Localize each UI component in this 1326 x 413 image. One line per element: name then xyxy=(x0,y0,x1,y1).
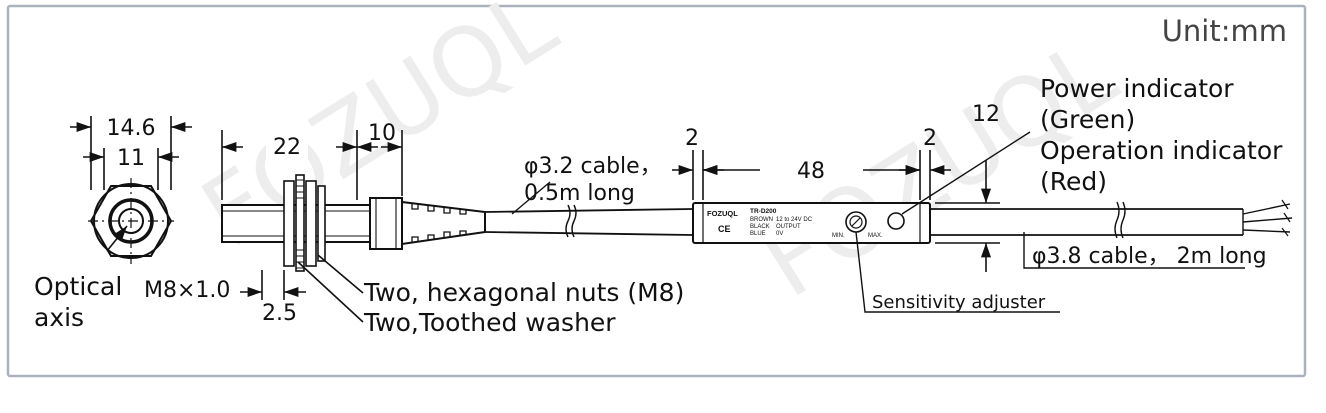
power-indicator-label-1: Power indicator xyxy=(1040,74,1234,103)
cable-short-label-1: φ3.2 cable， xyxy=(524,154,662,179)
amp-model: TR-D200 xyxy=(750,208,777,215)
amplifier-unit xyxy=(692,202,931,244)
cable-long-label: φ3.8 cable， 2m long xyxy=(1032,244,1267,269)
rear-collar xyxy=(369,197,403,250)
amplifier-dimensions xyxy=(672,131,1060,313)
amp-wire-black-signal: OUTPUT xyxy=(776,224,801,230)
unit-label: Unit:mm xyxy=(1162,14,1287,48)
sensitivity-label: Sensitivity adjuster xyxy=(872,292,1046,313)
thread-label: M8×1.0 xyxy=(144,278,230,303)
amp-right-gap-dim: 2 xyxy=(923,126,937,151)
end-view xyxy=(88,178,174,264)
amp-left-gap-dim: 2 xyxy=(685,126,699,151)
operation-indicator-label-2: (Red) xyxy=(1040,167,1107,196)
amp-wire-blue: BLUE xyxy=(750,231,766,237)
nuts-label: Two, hexagonal nuts (M8) xyxy=(363,278,684,307)
amp-height-dim: 12 xyxy=(972,102,1000,127)
nut-length-dim: 10 xyxy=(368,121,396,146)
amp-max-label: MAX. xyxy=(868,233,883,239)
amp-min-label: MIN. xyxy=(832,233,845,239)
amp-wire-blue-signal: 0V xyxy=(776,231,783,237)
amp-ce-mark: CE xyxy=(718,224,731,234)
bore-width-dim: 11 xyxy=(117,146,145,171)
amp-length-dim: 48 xyxy=(797,159,825,184)
diagram-frame xyxy=(6,4,1307,378)
nut-thickness-dim: 2.5 xyxy=(262,301,297,326)
optical-axis-label-2: axis xyxy=(34,303,84,332)
operation-indicator-label-1: Operation indicator xyxy=(1040,136,1283,165)
end-view-dimensions xyxy=(70,116,192,252)
hex-width-dim: 14.6 xyxy=(107,116,156,141)
indicator-led xyxy=(887,212,905,230)
cable-short-label-2: 0.5m long xyxy=(524,181,635,206)
side-view-dimensions xyxy=(221,130,403,323)
amp-brand: FOZUQL xyxy=(707,209,738,218)
amp-wire-brown-signal: 12 to 24V DC xyxy=(776,217,813,223)
hex-nuts-and-washers xyxy=(283,174,326,272)
body-length-dim: 22 xyxy=(273,135,301,160)
cable-long xyxy=(930,199,1293,269)
power-indicator-label-2: (Green) xyxy=(1040,105,1135,134)
amplifier-body xyxy=(692,202,931,244)
optical-axis-label-1: Optical xyxy=(34,272,122,301)
cable-short xyxy=(484,181,694,238)
amp-wire-brown: BROWN xyxy=(750,217,773,223)
washer-label: Two,Toothed washer xyxy=(363,308,616,337)
amp-wire-black: BLACK xyxy=(750,224,770,230)
